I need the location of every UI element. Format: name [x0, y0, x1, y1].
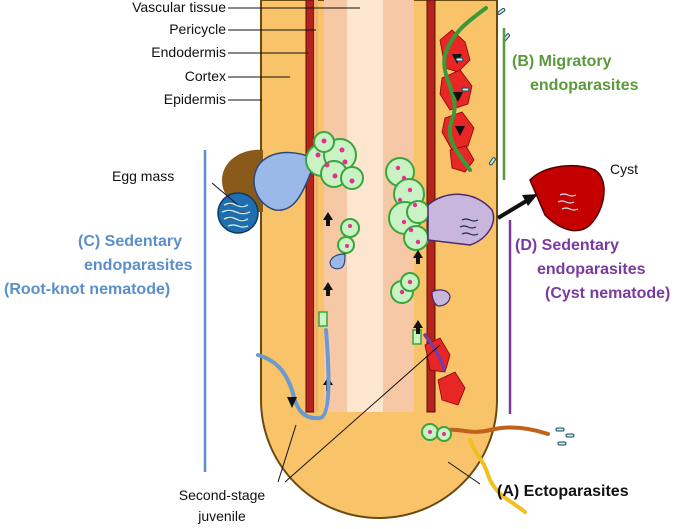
migratory-nematode: [442, 6, 488, 172]
group-cyst-3: (Cyst nematode): [545, 285, 670, 302]
group-migratory-1: (B) Migratory: [512, 53, 612, 70]
ecto-nematode-orange: [446, 425, 550, 436]
cyst-progress-arrows: [413, 250, 423, 334]
ecto-nematode-yellow: [468, 438, 527, 514]
group-migratory-2: endoparasites: [530, 77, 639, 94]
label-pericycle: Pericycle: [169, 21, 226, 37]
label-cortex: Cortex: [185, 68, 226, 84]
group-rootknot-3: (Root-knot nematode): [4, 281, 170, 298]
rootknot-juvenile: [256, 328, 331, 421]
label-egg-mass: Egg mass: [112, 168, 174, 184]
cyst-transition-arrowhead: [522, 194, 538, 206]
tissue-leader-lines: [211, 7, 481, 485]
syncytium-cells: [385, 157, 430, 304]
rootknot-swollen-juvenile: [329, 253, 346, 270]
root-knot-female: [253, 151, 316, 211]
vascular-core: [347, 0, 383, 412]
group-cyst-2: endoparasites: [537, 261, 646, 278]
pericycle-left: [314, 0, 318, 412]
giant-cells-rootknot: [305, 131, 364, 190]
group-ecto: (A) Ectoparasites: [497, 483, 629, 500]
group-cyst-1: (D) Sedentary: [515, 237, 619, 254]
cyst-juvenile: [423, 333, 446, 372]
label-endodermis: Endodermis: [151, 44, 226, 60]
endodermis-left: [305, 0, 315, 413]
group-rootknot-2: endoparasites: [84, 257, 193, 274]
ecto-eggs: [555, 427, 575, 446]
cyst-transition-arrow: [496, 198, 530, 220]
label-epidermis: Epidermis: [164, 91, 226, 107]
ecto-cell-nuclei: [428, 430, 446, 436]
label-vascular: Vascular tissue: [132, 0, 226, 15]
giant-cell-early-nuclei: [345, 224, 352, 248]
label-juvenile-1: Second-stage: [179, 487, 266, 503]
syncytium-nuclei: [395, 165, 421, 295]
label-juvenile-2: juvenile: [197, 508, 246, 524]
cyst-female: [427, 193, 495, 246]
label-cyst: Cyst: [610, 161, 638, 177]
cyst-eggs: [557, 193, 579, 211]
cyst-body: [529, 164, 605, 232]
cyst-juvenile-lower: [431, 289, 451, 307]
group-rootknot-1: (C) Sedentary: [78, 233, 182, 250]
migratory-eggs: [455, 7, 510, 166]
rootknot-small-cell: [318, 311, 328, 327]
egg-mass-eggs: [221, 202, 251, 228]
cyst-female-eggs: [459, 218, 479, 236]
rootknot-juvenile-arrow: [287, 397, 297, 408]
giant-cell-nuclei: [315, 138, 355, 184]
